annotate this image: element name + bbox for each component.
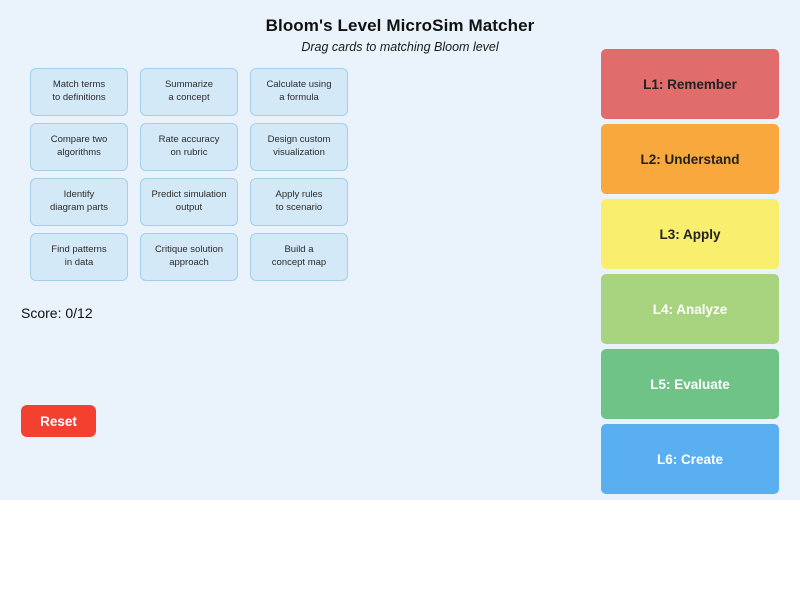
score-display: Score: 0/12	[21, 305, 93, 321]
task-card[interactable]: Design custom visualization	[250, 123, 348, 171]
reset-button[interactable]: Reset	[21, 405, 96, 437]
bloom-level-bucket[interactable]: L6: Create	[601, 424, 779, 494]
bloom-level-bucket[interactable]: L5: Evaluate	[601, 349, 779, 419]
simulation-canvas: Bloom's Level MicroSim Matcher Drag card…	[0, 0, 800, 500]
task-card[interactable]: Identify diagram parts	[30, 178, 128, 226]
bloom-level-bucket[interactable]: L4: Analyze	[601, 274, 779, 344]
task-card[interactable]: Summarize a concept	[140, 68, 238, 116]
bloom-level-bucket[interactable]: L3: Apply	[601, 199, 779, 269]
task-card[interactable]: Match terms to definitions	[30, 68, 128, 116]
task-card[interactable]: Predict simulation output	[140, 178, 238, 226]
task-card[interactable]: Rate accuracy on rubric	[140, 123, 238, 171]
bloom-level-bucket[interactable]: L2: Understand	[601, 124, 779, 194]
task-card[interactable]: Find patterns in data	[30, 233, 128, 281]
page-subtitle: Drag cards to matching Bloom level	[301, 40, 499, 54]
bloom-level-bucket[interactable]: L1: Remember	[601, 49, 779, 119]
page-title: Bloom's Level MicroSim Matcher	[265, 16, 535, 35]
task-card[interactable]: Calculate using a formula	[250, 68, 348, 116]
task-card[interactable]: Critique solution approach	[140, 233, 238, 281]
task-card[interactable]: Apply rules to scenario	[250, 178, 348, 226]
task-card[interactable]: Build a concept map	[250, 233, 348, 281]
task-card[interactable]: Compare two algorithms	[30, 123, 128, 171]
